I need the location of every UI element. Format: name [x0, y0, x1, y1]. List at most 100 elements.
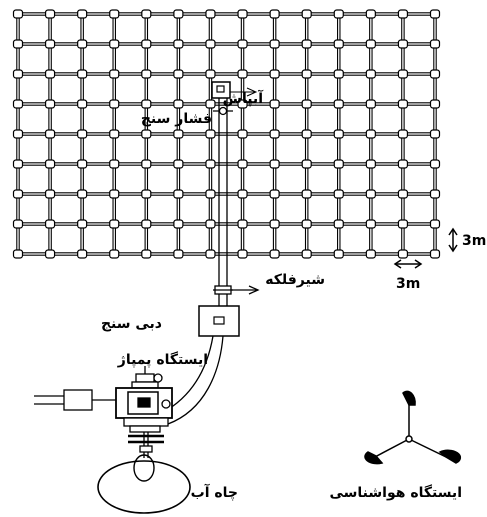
- sprinkler-node: [429, 189, 441, 199]
- sprinkler-node: [44, 69, 56, 79]
- sprinkler-node: [109, 159, 120, 169]
- sprinkler-node: [429, 9, 441, 19]
- main-supply-pipe: [161, 98, 228, 425]
- sprinkler-node: [365, 9, 376, 19]
- sprinkler-node: [301, 129, 312, 139]
- sprinkler-node: [109, 69, 120, 79]
- sprinkler-node: [301, 219, 312, 229]
- sprinkler-node: [44, 189, 56, 199]
- sprinkler-node: [365, 39, 376, 49]
- sprinkler-node: [109, 99, 120, 109]
- sprinkler-node: [141, 69, 152, 79]
- sprinkler-node: [429, 129, 441, 139]
- valve-label: شیرفلکه: [265, 272, 325, 288]
- sprinkler-node: [301, 39, 312, 49]
- sprinkler-node: [109, 9, 120, 19]
- sprinkler-node: [12, 219, 24, 229]
- sprinkler-node: [365, 159, 376, 169]
- sprinkler-node: [205, 219, 216, 229]
- sprinkler-node: [397, 219, 409, 229]
- sprinkler-node: [173, 99, 184, 109]
- sprinkler-label: آبپاش: [223, 89, 265, 107]
- vertical-spacing-label: 3m: [462, 233, 486, 249]
- sprinkler-node: [429, 219, 441, 229]
- sprinkler-node: [365, 129, 376, 139]
- valve-icon: [213, 285, 260, 295]
- sprinkler-node: [333, 99, 344, 109]
- sprinkler-node: [205, 99, 216, 109]
- sprinkler-node: [429, 99, 441, 109]
- sprinkler-node: [12, 39, 24, 49]
- sprinkler-node: [301, 159, 312, 169]
- sprinkler-node: [397, 9, 409, 19]
- flow-meter-label: دبی سنج: [101, 316, 162, 332]
- sprinkler-node: [12, 159, 24, 169]
- sprinkler-node: [109, 189, 120, 199]
- sprinkler-node: [397, 99, 409, 109]
- weather-station-label: ایستگاه هواشناسی: [329, 484, 462, 501]
- sprinkler-node: [205, 249, 216, 259]
- sprinkler-node: [365, 219, 376, 229]
- sprinkler-node: [237, 219, 248, 229]
- sprinkler-node: [173, 189, 184, 199]
- sprinkler-node: [269, 69, 280, 79]
- sprinkler-node: [333, 69, 344, 79]
- sprinkler-node: [12, 129, 24, 139]
- sprinkler-node: [109, 249, 120, 259]
- sprinkler-node: [44, 9, 56, 19]
- sprinkler-node: [141, 159, 152, 169]
- sprinkler-node: [269, 219, 280, 229]
- sprinkler-node: [301, 69, 312, 79]
- sprinkler-node: [77, 249, 88, 259]
- sprinkler-node: [429, 39, 441, 49]
- sprinkler-node: [109, 129, 120, 139]
- well-icon: [97, 454, 191, 514]
- sprinkler-node: [365, 69, 376, 79]
- sprinkler-node: [301, 189, 312, 199]
- sprinkler-node: [77, 129, 88, 139]
- sprinkler-node: [44, 99, 56, 109]
- sprinkler-node: [77, 189, 88, 199]
- sprinkler-node: [237, 39, 248, 49]
- sprinkler-node: [333, 189, 344, 199]
- sprinkler-node: [44, 249, 56, 259]
- sprinkler-node: [397, 69, 409, 79]
- sprinkler-node: [397, 159, 409, 169]
- flow-meter-icon: [198, 305, 240, 337]
- sprinkler-node: [237, 99, 248, 109]
- well-label: چاه آب: [191, 483, 238, 501]
- sprinkler-node: [77, 9, 88, 19]
- sprinkler-node: [173, 219, 184, 229]
- horizontal-spacing-label: 3m: [396, 276, 420, 292]
- sprinkler-node: [429, 159, 441, 169]
- sprinkler-node: [333, 39, 344, 49]
- sprinkler-node: [141, 219, 152, 229]
- sprinkler-node: [333, 9, 344, 19]
- sprinkler-node: [12, 69, 24, 79]
- sprinkler-node: [109, 39, 120, 49]
- sprinkler-node: [141, 189, 152, 199]
- pump-station-label: ایستگاه پمپاژ: [117, 351, 208, 368]
- sprinkler-node: [429, 249, 441, 259]
- pump-station-icon: [34, 366, 173, 458]
- sprinkler-node: [397, 189, 409, 199]
- sprinkler-node: [77, 69, 88, 79]
- sprinkler-node: [12, 99, 24, 109]
- sprinkler-node: [205, 159, 216, 169]
- sprinkler-node: [205, 69, 216, 79]
- sprinkler-node: [77, 219, 88, 229]
- sprinkler-node: [333, 249, 344, 259]
- sprinkler-node: [109, 219, 120, 229]
- sprinkler-node: [301, 9, 312, 19]
- sprinkler-node: [237, 189, 248, 199]
- sprinkler-node: [365, 99, 376, 109]
- sprinkler-node: [333, 129, 344, 139]
- sprinkler-node: [269, 9, 280, 19]
- sprinkler-node: [269, 129, 280, 139]
- sprinkler-node: [397, 129, 409, 139]
- horizontal-spacing-indicator: [393, 259, 423, 269]
- sprinkler-node: [269, 249, 280, 259]
- sprinkler-node: [397, 249, 409, 259]
- sprinkler-node: [173, 69, 184, 79]
